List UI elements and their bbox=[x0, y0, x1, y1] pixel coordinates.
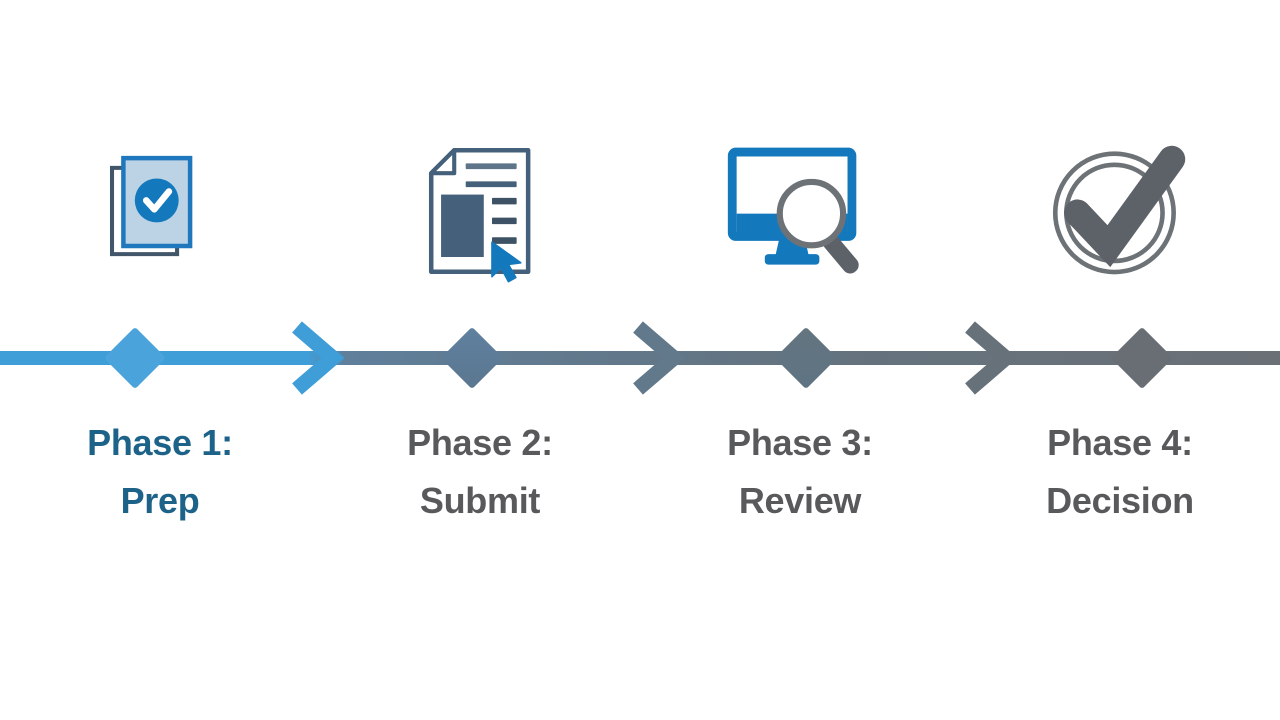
monitor-magnifier-icon bbox=[715, 126, 885, 296]
phase-label-3: Phase 3: Review bbox=[640, 414, 960, 544]
phase-1-title: Phase 1: bbox=[87, 422, 233, 463]
phase-3-title: Phase 3: bbox=[727, 422, 873, 463]
document-cursor-icon bbox=[395, 126, 565, 296]
phase-icon-row bbox=[0, 126, 1280, 296]
phase-icon-cell-1 bbox=[0, 126, 320, 296]
phase-4-title: Phase 4: bbox=[1047, 422, 1193, 463]
phase-label-2: Phase 2: Submit bbox=[320, 414, 640, 544]
timeline-arrow-2 bbox=[633, 321, 686, 395]
phase-icon-cell-2 bbox=[320, 126, 640, 296]
stacked-documents-check-icon bbox=[75, 126, 245, 296]
timeline-arrow-3 bbox=[965, 321, 1018, 395]
phase-label-row: Phase 1: Prep Phase 2: Submit Phase 3: R… bbox=[0, 414, 1280, 544]
phase-1-subtitle: Prep bbox=[120, 480, 200, 522]
phase-label-1: Phase 1: Prep bbox=[0, 414, 320, 544]
phase-4-subtitle: Decision bbox=[1046, 480, 1194, 522]
phase-label-4: Phase 4: Decision bbox=[960, 414, 1280, 544]
phase-2-subtitle: Submit bbox=[419, 480, 541, 522]
circled-checkmark-icon bbox=[1035, 126, 1205, 296]
phase-2-title: Phase 2: bbox=[407, 422, 553, 463]
timeline-diamond-2 bbox=[442, 328, 502, 388]
timeline-arrow-1 bbox=[292, 321, 345, 395]
timeline-diamond-3 bbox=[776, 328, 836, 388]
phase-3-subtitle: Review bbox=[738, 480, 862, 522]
phase-icon-cell-4 bbox=[960, 126, 1280, 296]
timeline-diamond-4 bbox=[1112, 328, 1172, 388]
phase-icon-cell-3 bbox=[640, 126, 960, 296]
timeline-diamond-1 bbox=[105, 328, 165, 388]
timeline-line bbox=[0, 351, 1280, 365]
